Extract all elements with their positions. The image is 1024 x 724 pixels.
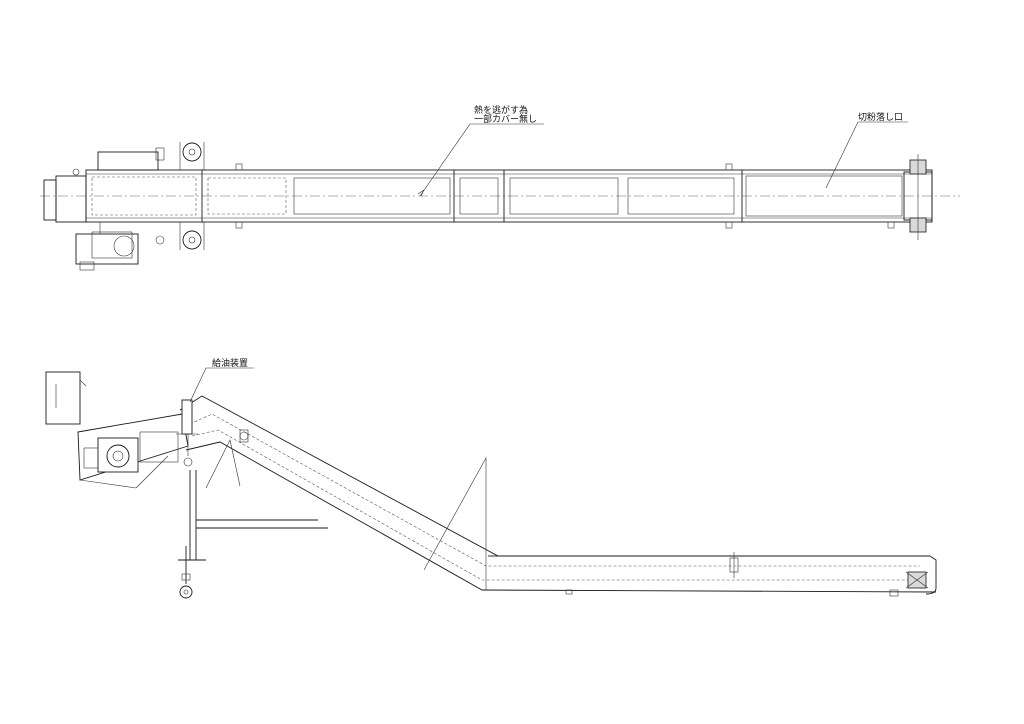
leader-oil-supply (189, 367, 254, 403)
plan-cover-panel (207, 177, 287, 215)
plan-cover-panel (459, 177, 499, 215)
side-tail-end (925, 555, 937, 595)
side-drop-box (45, 371, 81, 425)
side-view (45, 367, 937, 599)
side-oil-supply (181, 399, 193, 435)
plan-view (40, 121, 960, 271)
plan-chip-drop-opening (745, 175, 903, 217)
plan-cover-panel (91, 176, 197, 216)
plan-cover-panel (509, 177, 619, 215)
side-trough-top (179, 395, 930, 557)
plan-motor-box (97, 151, 159, 171)
label-heat-release-1: 熱を逃がす為 (474, 104, 528, 116)
leader-heat-release (419, 123, 544, 197)
plan-head-flange (43, 179, 57, 221)
side-trough-bottom (185, 441, 937, 593)
label-oil-supply: 給油装置 (212, 357, 248, 369)
plan-cover-panel (293, 177, 451, 215)
plan-cover-panel (627, 177, 735, 215)
plan-head-housing (55, 175, 87, 223)
side-caster (179, 585, 193, 599)
plan-sprocket (182, 230, 202, 250)
plan-sprocket (182, 142, 202, 162)
leader-chip-drop (825, 121, 908, 189)
plan-gear-motor (75, 233, 139, 265)
label-chip-drop: 切粉落し口 (858, 111, 903, 123)
label-heat-release-2: 一部カバー無し (474, 113, 537, 125)
